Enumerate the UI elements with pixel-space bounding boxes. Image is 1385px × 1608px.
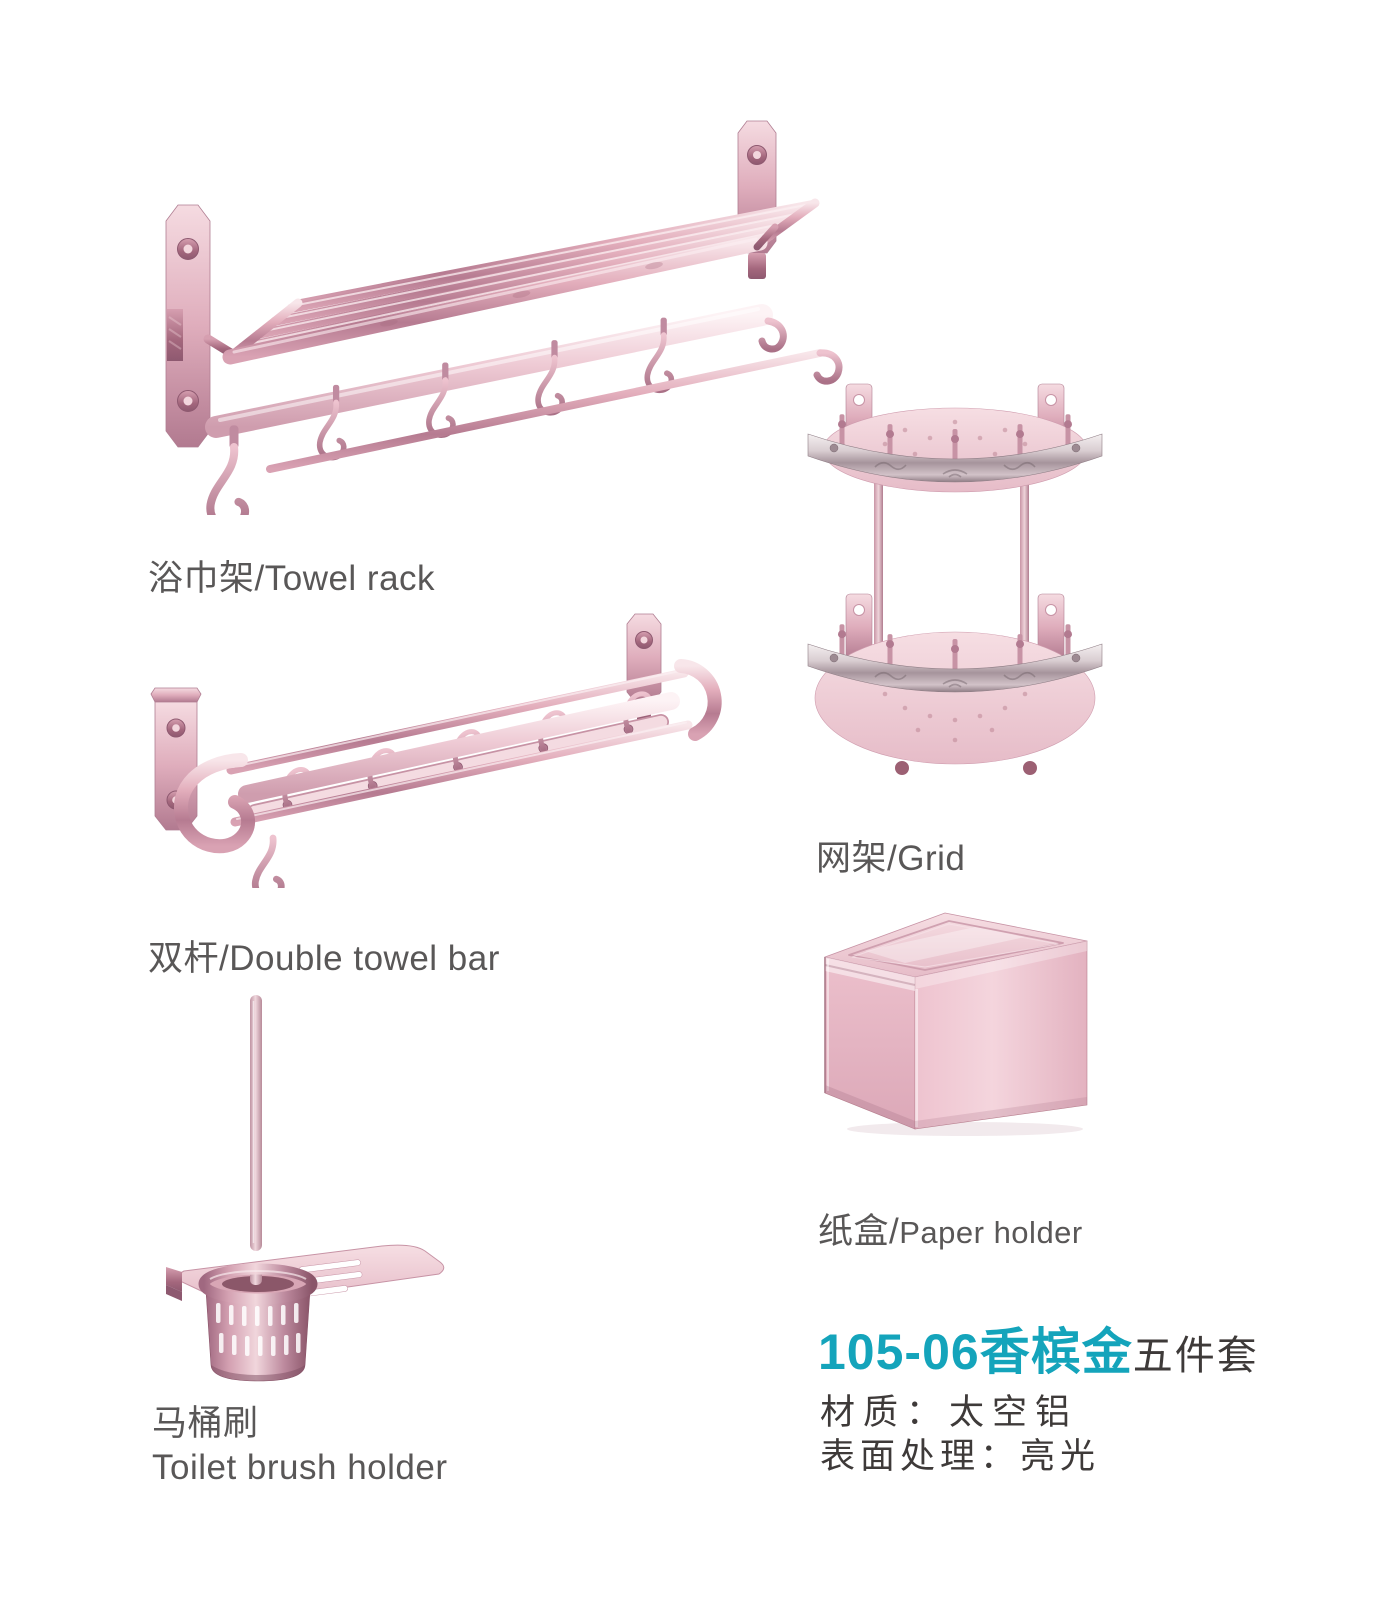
label-toilet-brush-en: Toilet brush holder — [152, 1448, 448, 1487]
product-label-paper-holder: 纸盒/Paper holder — [818, 1203, 1083, 1254]
product-label-towel-rack: 浴巾架/Towel rack — [148, 559, 436, 598]
set-surface-line: 表面处理：亮光 — [820, 1437, 1101, 1476]
product-label-toilet-brush-holder: 马桶刷 Toilet brush holder — [152, 1402, 448, 1490]
label-toilet-brush-zh: 马桶刷 — [152, 1404, 259, 1443]
double-towel-bar-image — [135, 598, 755, 888]
paper-holder-image — [795, 893, 1115, 1140]
product-label-double-towel-bar: 双杆/Double towel bar — [148, 939, 500, 978]
toilet-brush-holder-image — [150, 985, 480, 1385]
towel-rack-image — [120, 95, 850, 515]
product-label-grid: 网架/Grid — [816, 839, 966, 878]
set-model-and-color: 105-06香槟金 — [818, 1324, 1133, 1380]
label-paper-holder-en: Paper holder — [899, 1215, 1083, 1250]
set-piece-count: 五件套 — [1132, 1334, 1259, 1378]
label-paper-holder-zh: 纸盒/ — [818, 1212, 900, 1251]
set-material-line: 材质：太空铝 — [820, 1393, 1079, 1432]
grid-image — [790, 378, 1120, 796]
set-title: 105-06香槟金五件套 — [818, 1312, 1259, 1384]
